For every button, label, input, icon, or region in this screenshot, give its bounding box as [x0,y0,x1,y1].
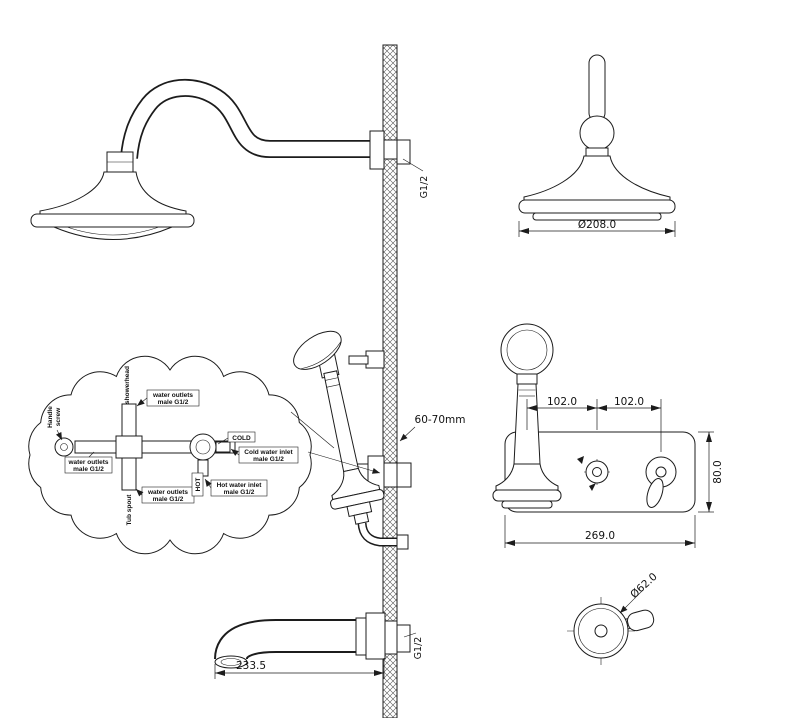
dim-head-diameter: Ø208.0 [578,219,616,231]
spout-length-dimension: 233.5 [214,658,385,679]
head-diameter-dimension: Ø208.0 [518,219,676,237]
outlet-top-label-line1: water outlets [152,392,193,399]
plate-width-dimension: 269.0 [504,515,696,548]
hot-inlet-label-line1: Hot water inlet [217,482,263,489]
knob-front-view [567,597,655,665]
handle-label-line2: screw [55,407,62,426]
outlet-top-label-line2: male G1/2 [158,399,189,406]
callout-cloud [28,355,312,555]
showerhead-label: showerhead [124,366,131,404]
tub-spout-label: Tub spout [126,494,133,526]
dim-spout-length: 233.5 [236,660,266,672]
g12-bottom-label: G1/2 [413,637,424,660]
dim-wall-offset: 60-70mm [415,414,466,426]
tub-spout-side-view [214,612,411,669]
dim-plate-height: 80.0 [712,460,724,483]
callout-labels: showerhead water outlets male G1/2 Handl… [47,366,299,526]
wall-outlet-elbow [355,455,412,495]
g12-top-label: G1/2 [419,176,430,199]
outlet-bottom-label-line2: male G1/2 [153,496,184,503]
dim-span-left: 102.0 [547,396,577,408]
thread-label-bottom: G1/2 [403,632,424,660]
plate-span-dimensions: 102.0 102.0 [526,396,662,452]
cold-inlet-label-line2: male G1/2 [253,456,284,463]
shower-head-side-view [30,151,195,240]
hot-inlet-label-line2: male G1/2 [224,489,255,496]
indicator-mark [589,483,596,491]
shower-head-front-view [518,54,676,221]
hot-label: HOT [195,478,202,492]
cold-inlet-label-line1: Cold water inlet [244,449,293,456]
outlet-left-label-line1: water outlets [67,459,108,466]
knob-diameter-dimension: Ø62.0 [619,571,660,614]
indicator-mark [577,456,584,464]
hand-shower-hose [357,522,409,550]
dim-knob-diameter: Ø62.0 [628,571,660,601]
callout-leader-lines [290,411,381,474]
hand-shower-front-view [492,323,562,509]
dim-span-right: 102.0 [614,396,644,408]
outlet-bottom-label-line1: water outlets [147,489,188,496]
handle-label-line1: Handle [47,406,54,428]
callout-valve-schematic [54,403,236,491]
hand-shower-bracket [348,350,385,369]
wall-hatch-strip [382,44,398,718]
cold-label: COLD [232,435,251,442]
wall-offset-dimension: 60-70mm [399,414,466,442]
outlet-left-label-line2: male G1/2 [73,466,104,473]
shower-arm-side-view [120,78,411,170]
dim-plate-width: 269.0 [585,530,615,542]
hand-shower-side-view [293,330,385,525]
plate-lever [646,478,664,508]
thread-label-top: G1/2 [402,158,430,199]
plate-height-dimension: 80.0 [698,431,724,513]
